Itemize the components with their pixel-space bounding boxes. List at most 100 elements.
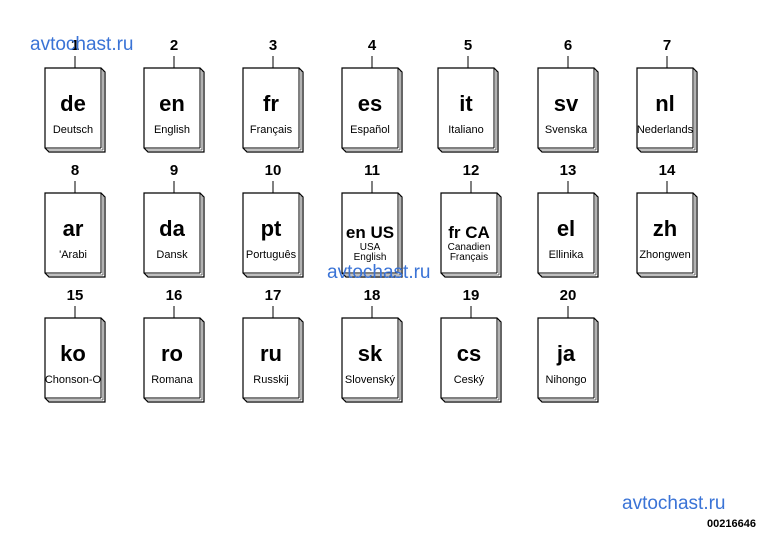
book-outline <box>143 56 205 153</box>
watermark-center: avtochast.ru <box>327 262 431 283</box>
book-number: 15 <box>66 287 84 304</box>
book-number: 6 <box>563 37 573 54</box>
language-name: Italiano <box>448 124 484 136</box>
book-outline <box>636 56 698 153</box>
book-outline <box>44 306 106 403</box>
language-code: ar <box>62 216 84 241</box>
language-code: it <box>459 91 473 116</box>
book-outline <box>437 56 499 153</box>
book-outline <box>44 56 106 153</box>
language-code: el <box>556 216 576 241</box>
book-number: 1 <box>70 37 80 54</box>
book-outline <box>143 181 205 278</box>
book-number: 5 <box>463 37 473 54</box>
language-name: Español <box>350 124 390 136</box>
book-outline <box>440 181 502 278</box>
book-number: 2 <box>169 37 179 54</box>
book-outline <box>341 56 403 153</box>
book-outline <box>537 306 599 403</box>
language-name: Ellinika <box>548 249 584 261</box>
language-name: Deutsch <box>52 124 94 136</box>
language-name: Português <box>245 249 297 261</box>
language-name: Romana <box>151 374 193 386</box>
book-number: 10 <box>264 162 282 179</box>
language-code: ko <box>60 341 86 366</box>
language-code: da <box>159 216 185 241</box>
language-name: Ceský <box>453 374 485 386</box>
book-number: 17 <box>264 287 282 304</box>
language-name: Nederlands <box>636 124 694 136</box>
book-number: 12 <box>462 162 480 179</box>
book-outline <box>341 306 403 403</box>
book-outline <box>143 306 205 403</box>
language-name-line-1: USA <box>359 242 381 253</box>
book-number: 19 <box>462 287 480 304</box>
book-outline <box>636 181 698 278</box>
book-number: 18 <box>363 287 381 304</box>
language-name: Nihongo <box>545 374 587 386</box>
language-code: fr <box>263 91 279 116</box>
language-code: zh <box>652 216 678 241</box>
book-outline <box>242 181 304 278</box>
language-code: pt <box>260 216 282 241</box>
book-number: 14 <box>658 162 676 179</box>
language-name: Français <box>249 124 293 136</box>
language-code: sk <box>357 341 383 366</box>
language-name-line-2: Français <box>449 252 489 263</box>
language-name: Slovenský <box>344 374 396 386</box>
language-name: 'Arabi <box>59 249 87 261</box>
language-name: Chonson-O <box>44 374 102 386</box>
language-name: Zhongwen <box>639 249 691 261</box>
language-code: es <box>357 91 383 116</box>
book-outline <box>537 181 599 278</box>
language-name: Dansk <box>156 249 188 261</box>
language-code: en <box>159 91 185 116</box>
book-number: 9 <box>169 162 179 179</box>
book-outline <box>440 306 502 403</box>
book-number: 7 <box>662 37 672 54</box>
book-number: 20 <box>559 287 577 304</box>
language-code: ja <box>556 341 576 366</box>
book-outline <box>242 56 304 153</box>
language-name: Svenska <box>544 124 588 136</box>
language-name-line-1: Canadien <box>447 242 491 253</box>
language-code: de <box>60 91 86 116</box>
book-number: 13 <box>559 162 577 179</box>
figure-id: 00216646 <box>707 518 756 530</box>
book-number: 3 <box>268 37 278 54</box>
language-code: sv <box>553 91 579 116</box>
language-code: nl <box>655 91 675 116</box>
book-outline <box>44 181 106 278</box>
watermark-bottom-right: avtochast.ru <box>622 493 726 514</box>
book-number: 4 <box>367 37 377 54</box>
book-number: 8 <box>70 162 80 179</box>
book-outline <box>341 181 403 278</box>
book-number: 16 <box>165 287 183 304</box>
book-outline <box>537 56 599 153</box>
language-name-line-2: English <box>353 252 387 263</box>
book-number: 11 <box>364 162 380 179</box>
language-code: ru <box>260 341 282 366</box>
watermark-top-left: avtochast.ru <box>30 34 134 55</box>
